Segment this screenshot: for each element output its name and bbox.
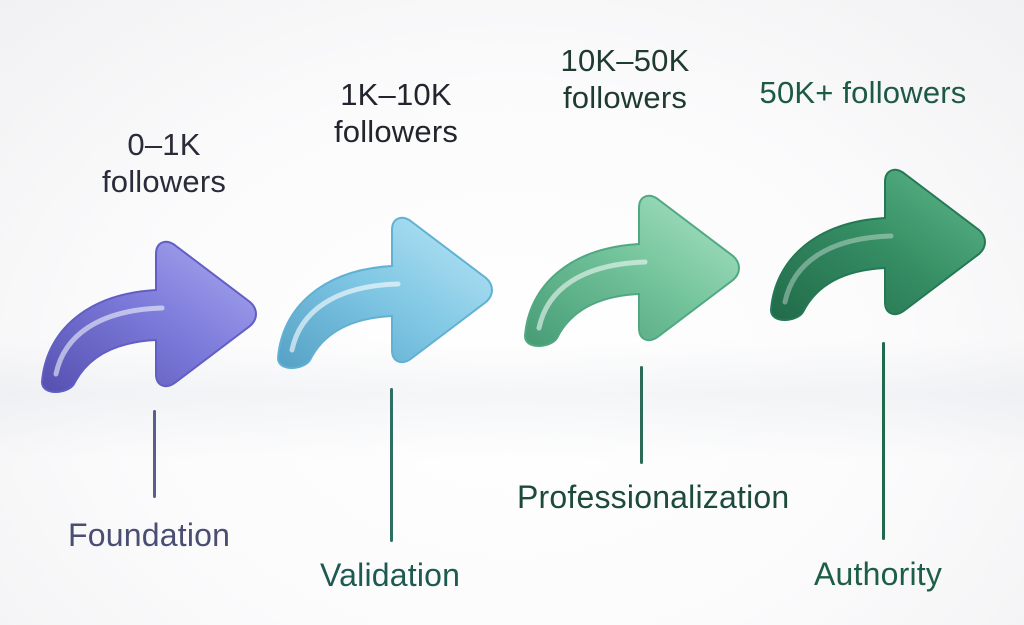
stage-3-range: 10K–50K followers [530, 42, 720, 116]
stage-3-arrow-icon [523, 194, 740, 347]
stage-1-label: Foundation [68, 517, 231, 553]
stage-4-label: Authority [814, 556, 943, 592]
stage-1-range-line1: 0–1K [127, 127, 201, 162]
stage-1-range-line2: followers [101, 164, 227, 199]
stage-4-range-line1: 50K+ followers [759, 75, 967, 110]
stage-3-label: Professionalization [517, 479, 790, 515]
stage-2-arrow-icon [276, 216, 493, 369]
stage-2-range: 1K–10K followers [306, 76, 486, 150]
stage-2-label: Validation [320, 557, 461, 593]
stage-4-stem [882, 342, 885, 540]
stage-1-range: 0–1K followers [84, 126, 244, 200]
stage-2-range-line2: followers [333, 114, 459, 149]
stage-2-stem [390, 388, 393, 542]
stage-2-range-line1: 1K–10K [340, 77, 452, 112]
stage-3-range-line2: followers [562, 80, 688, 115]
stage-4-arrow-icon [769, 168, 986, 321]
stage-4-range: 50K+ followers [748, 74, 978, 111]
stage-3-range-line1: 10K–50K [560, 43, 690, 78]
stage-1-stem [153, 410, 156, 498]
stage-1-arrow-icon [40, 240, 257, 393]
stage-3-stem [640, 366, 643, 464]
